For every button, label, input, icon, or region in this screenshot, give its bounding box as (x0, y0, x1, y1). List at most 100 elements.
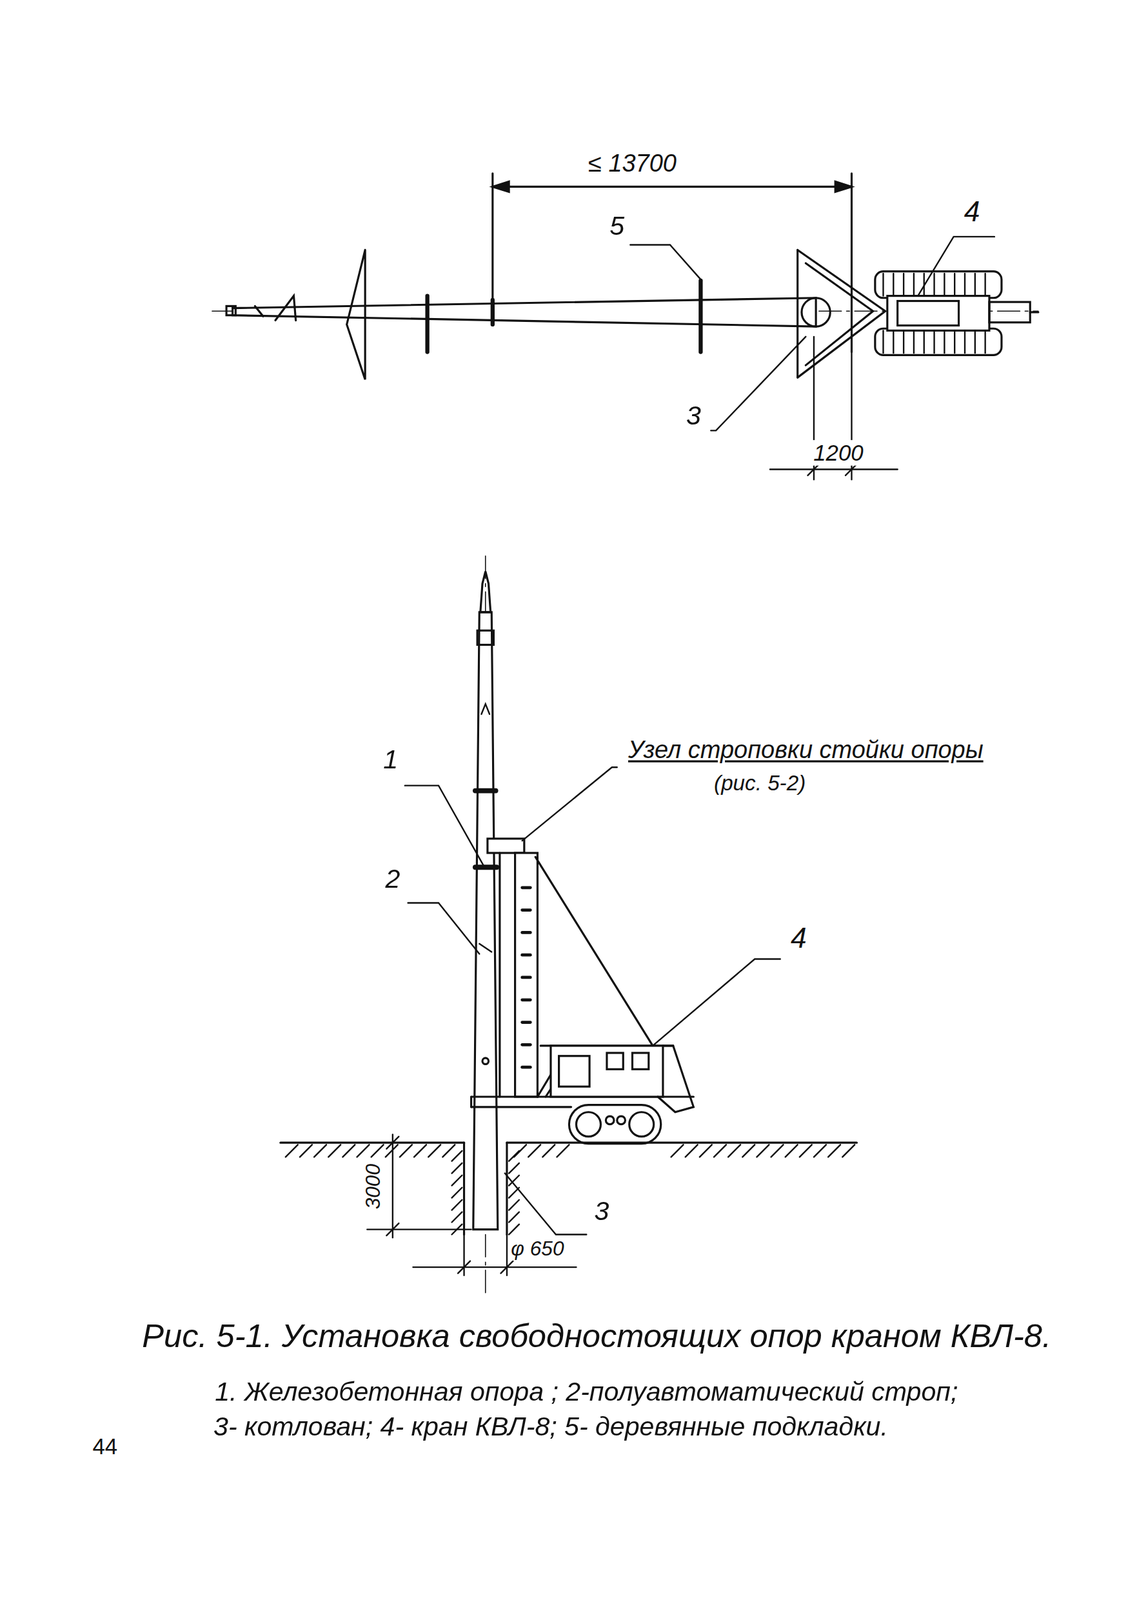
pole-elevation-part (482, 1057, 489, 1064)
leader-lines-elevation-part (522, 766, 618, 841)
ground-and-pit-part-part (342, 1144, 355, 1157)
pole-elevation-part (475, 864, 497, 870)
crane-plan-part (1029, 310, 1039, 313)
pole-elevation-part (480, 571, 491, 613)
ground-and-pit-part-part (508, 1211, 520, 1223)
dimension-label: ≤ 13700 (586, 148, 679, 178)
pole-elevation-part (475, 788, 496, 794)
ground-and-pit-part-part (314, 1144, 327, 1157)
leader-lines-plan-part (917, 236, 995, 297)
crane-plan-part-part (933, 330, 935, 353)
ground-and-pit-part-part (785, 1144, 798, 1157)
dimension-label: φ 650 (508, 1236, 567, 1260)
sling-and-mast-part-part (522, 975, 531, 980)
sling-and-mast-part (535, 856, 653, 1046)
sling-and-mast-part-part (522, 953, 531, 957)
sling-and-mast-part-part (522, 1020, 531, 1024)
pole-plan-part (275, 296, 297, 321)
crane-plan-part-part (974, 273, 976, 297)
sling-and-mast-part-part (522, 1065, 531, 1069)
ground-and-pit-part-part (414, 1144, 427, 1157)
callout-number: 5 (607, 210, 627, 242)
ground-and-pit-part-part (452, 1187, 463, 1198)
ground-and-pit-part-part (799, 1144, 812, 1157)
pole-elevation-part (473, 612, 498, 1230)
crane-plan-part-part (902, 273, 905, 297)
ground-and-pit-part-part (842, 1144, 855, 1157)
crane-plan-part (887, 296, 990, 331)
legend-line: 3- котлован; 4- кран КВЛ-8; 5- деревянны… (211, 1411, 891, 1443)
leader-lines-elevation-part (652, 959, 781, 1046)
dimension-650 (412, 1233, 576, 1275)
dimension-3000-part (366, 1227, 471, 1230)
pole-plan-part (226, 305, 236, 315)
sling-and-mast-part-part (522, 885, 531, 889)
dimension-13700-part (492, 185, 852, 188)
note-label: Узел строповки стойки опоры (626, 735, 986, 765)
wooden-pads-plan-part (490, 299, 495, 325)
ground-and-pit-part-part (728, 1144, 741, 1157)
crane-plan-part-part (984, 330, 986, 353)
callout-number: 3 (592, 1196, 611, 1227)
crane-plan-part-part (892, 273, 894, 297)
wooden-pads-plan (427, 280, 702, 353)
crane-plan-part-part (933, 273, 935, 297)
crane-elevation-part (470, 1096, 473, 1107)
callout-number: 4 (788, 921, 809, 955)
pole-plan-part (346, 249, 366, 380)
crane-plan-part-part (923, 330, 925, 353)
crane-plan-part-part (882, 273, 884, 297)
crane-plan-part (796, 249, 799, 378)
callout-number: 3 (684, 401, 703, 432)
sling-and-mast-part-part (522, 908, 531, 912)
crane-elevation-part (575, 1111, 601, 1137)
callout-number: 2 (383, 864, 402, 895)
crane-plan-part-part (892, 330, 894, 353)
pole-plan (212, 249, 1039, 380)
ground-and-pit-part-part (542, 1144, 555, 1157)
ground-and-pit-part-part (299, 1144, 313, 1157)
callout-number: 4 (962, 195, 983, 229)
crane-elevation-part (550, 1045, 663, 1097)
pole-elevation-part (479, 943, 492, 952)
ground-and-pit-part-part (371, 1144, 384, 1157)
dimension-3000-part (392, 1134, 394, 1238)
ground-and-pit-part-part (452, 1175, 463, 1186)
dimension-650-part (412, 1266, 576, 1268)
crane-plan-part (897, 301, 960, 326)
crane-plan-part-part (984, 273, 986, 297)
ground-and-pit-part-part (771, 1144, 784, 1157)
crane-plan-part (875, 328, 1002, 355)
dimension-3000-part (386, 1222, 399, 1236)
ground-and-pit-part-part (452, 1199, 463, 1210)
crane-elevation-part (606, 1052, 624, 1069)
crane-plan-part (989, 301, 1030, 323)
ground-and-pit-part-part (828, 1144, 841, 1157)
crane-plan-part (797, 249, 886, 378)
ground-and-pit-part-part (452, 1211, 463, 1223)
ground-and-pit-part-part (528, 1144, 541, 1157)
ground-and-pit-part-part (508, 1199, 520, 1210)
sling-and-mast-part-part (522, 997, 531, 1001)
crane-elevation-part (657, 1045, 694, 1112)
sling-and-mast-part (515, 852, 538, 1097)
crane-plan-part-part (964, 330, 966, 353)
ground-and-pit-part-part (328, 1144, 341, 1157)
leader-lines-elevation (405, 766, 781, 1234)
wooden-pads-plan-part (698, 280, 703, 353)
dimension-13700-part (492, 181, 509, 192)
figure-caption: Рис. 5-1. Установка свободностоящих опор… (139, 1317, 1054, 1356)
pole-elevation (473, 555, 498, 1298)
pole-plan-part (254, 305, 264, 317)
dimension-1200 (770, 336, 898, 480)
ground-and-pit-part-part (399, 1144, 413, 1157)
crane-plan-part-part (943, 330, 945, 353)
dimension-label: 1200 (811, 439, 866, 466)
crane-plan-part (882, 273, 985, 353)
crane-plan-part-part (953, 273, 956, 297)
ground-and-pit-part-part (742, 1144, 755, 1157)
dimension-13700-part (835, 181, 852, 192)
ground-and-pit-part (285, 1144, 855, 1234)
ground-and-pit-part-part (713, 1144, 727, 1157)
